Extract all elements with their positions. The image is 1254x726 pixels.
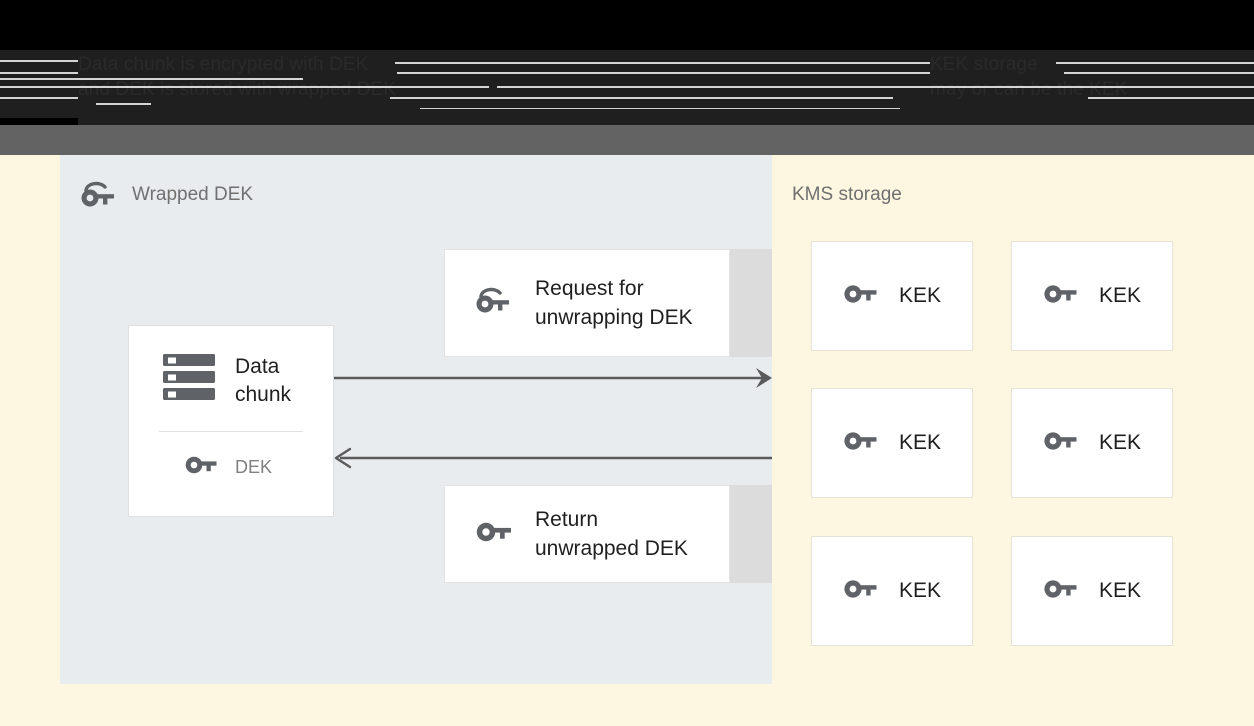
kek-card[interactable]: KEK (1011, 388, 1173, 498)
storage-chunk-icon (161, 352, 217, 409)
kek-card[interactable]: KEK (811, 388, 973, 498)
key-icon (475, 519, 515, 550)
wrapped-dek-title: Wrapped DEK (132, 184, 254, 205)
scan-artifact (497, 86, 1254, 88)
key-icon (843, 282, 881, 311)
kek-card[interactable]: KEK (811, 536, 973, 646)
key-icon (185, 454, 219, 481)
return-unwrapped-label: Return unwrapped DEK (535, 508, 688, 560)
top-black-band (0, 0, 1254, 50)
kek-label: KEK (898, 284, 942, 307)
top-caption-right: KEK storage may or can be the KEK (930, 54, 1128, 100)
data-chunk-label: Data chunk (235, 354, 292, 406)
scan-artifact (0, 86, 489, 88)
kek-label: KEK (898, 579, 942, 602)
kek-card[interactable]: KEK (811, 241, 973, 351)
card-divider (159, 431, 303, 432)
data-chunk-row: Data chunk (129, 326, 333, 409)
kek-label: KEK (1098, 579, 1142, 602)
top-band-notch (0, 118, 78, 128)
scan-artifact (390, 97, 893, 99)
data-chunk-card[interactable]: Data chunk DEK (128, 325, 334, 517)
return-unwrapped-card[interactable]: Return unwrapped DEK (444, 485, 730, 583)
scan-artifact (1056, 62, 1254, 64)
scan-artifact (397, 72, 930, 74)
kek-label: KEK (898, 431, 942, 454)
top-gray-bar (0, 125, 1254, 155)
kms-storage-title: KMS storage (792, 184, 902, 205)
return-card-shadow (730, 485, 772, 583)
scan-artifact (395, 62, 930, 64)
scan-artifact (0, 97, 78, 99)
dek-row: DEK (129, 432, 333, 481)
request-unwrap-label: Request for unwrapping DEK (535, 277, 693, 329)
wrapped-key-icon (79, 180, 119, 210)
scan-artifact (96, 103, 151, 105)
kek-label: KEK (1098, 284, 1142, 307)
wrapped-key-icon (475, 285, 515, 322)
key-icon (1043, 577, 1081, 606)
key-icon (843, 577, 881, 606)
scan-artifact (0, 60, 78, 62)
scan-artifact (1088, 97, 1254, 99)
scan-artifact (1064, 72, 1254, 74)
request-unwrap-card[interactable]: Request for unwrapping DEK (444, 249, 730, 357)
dek-label: DEK (235, 457, 273, 477)
scan-artifact (0, 78, 303, 80)
kek-label: KEK (1098, 431, 1142, 454)
key-icon (1043, 282, 1081, 311)
kek-card[interactable]: KEK (1011, 536, 1173, 646)
scan-artifact (420, 108, 900, 109)
key-icon (843, 429, 881, 458)
kek-card[interactable]: KEK (1011, 241, 1173, 351)
key-icon (1043, 429, 1081, 458)
scan-artifact (0, 72, 78, 74)
top-caption-left: Data chunk is encrypted with DEK and DEK… (78, 54, 397, 100)
request-card-shadow (730, 249, 772, 357)
